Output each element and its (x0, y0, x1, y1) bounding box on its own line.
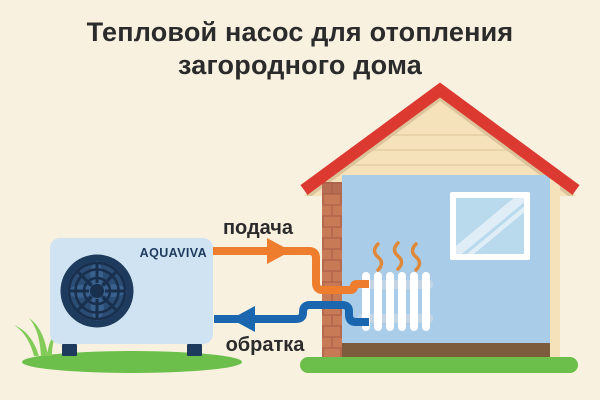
radiator (358, 241, 433, 331)
window-shine (456, 198, 524, 254)
fan-hub (90, 284, 104, 298)
pump-grass-mound (22, 351, 242, 373)
grass-blades (14, 318, 62, 356)
pump-foot-right (187, 344, 202, 356)
fan-grille (67, 261, 127, 321)
heat-waves-icon (372, 241, 422, 272)
fan-icon (60, 254, 134, 328)
return-arrow-icon (231, 306, 255, 332)
heat-pump-unit: AQUAVIVA (14, 238, 242, 373)
supply-label: подача (223, 217, 294, 239)
brick-pillar-shadow (322, 182, 342, 194)
return-pipe (214, 301, 369, 326)
title-line-1: Тепловой насос для отопления (86, 17, 514, 47)
title-line-2: загородного дома (177, 50, 423, 80)
page-title: Тепловой насос для отопления загородного… (0, 16, 600, 82)
return-label: обратка (226, 334, 306, 356)
brick-pillar (322, 182, 342, 358)
gable-siding (303, 91, 577, 196)
floor (342, 343, 550, 358)
supply-arrow-icon (267, 238, 291, 264)
supply-pipe (213, 247, 369, 294)
pipes (213, 238, 369, 332)
house-grass (300, 357, 578, 373)
pump-foot-left (62, 344, 77, 356)
pump-brand-label: AQUAVIVA (140, 246, 207, 260)
right-wall-edge (550, 170, 560, 358)
radiator-sections (362, 272, 430, 331)
window (450, 192, 530, 260)
roof (300, 82, 580, 195)
